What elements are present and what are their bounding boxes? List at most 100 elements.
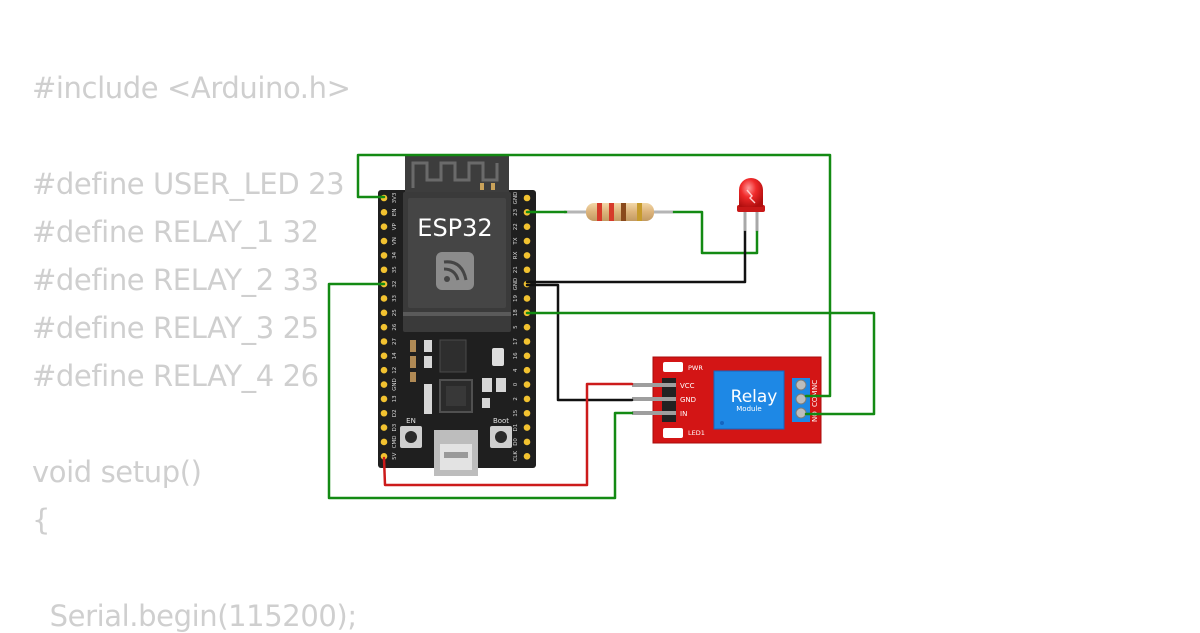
relay-pwr-led-icon	[663, 362, 683, 372]
esp32-pin-label: 34	[392, 251, 398, 258]
esp32-pin-label: 12	[392, 367, 398, 374]
code-line: #define RELAY_4 26	[32, 359, 319, 393]
esp32-pin-right[interactable]	[523, 381, 531, 388]
code-line: #define RELAY_3 25	[32, 311, 319, 345]
relay-pin-vcc-label: VCC	[680, 382, 695, 390]
esp32-pin-label: 32	[392, 281, 398, 288]
esp32-pin-right[interactable]	[523, 295, 531, 302]
terminal-com-screw-icon[interactable]	[795, 393, 807, 405]
esp32-pin-right[interactable]	[523, 409, 531, 417]
esp32-pin-label: 26	[392, 323, 398, 330]
wire-gpio19-to-relay[interactable]	[525, 311, 876, 416]
esp32-pin-label: 35	[392, 266, 398, 273]
esp32-pin-label: 17	[513, 338, 519, 345]
relay-terminal-com-label: COM	[811, 391, 819, 407]
relay-led1-label: LED1	[688, 429, 705, 437]
esp32-pin-label: VP	[392, 222, 398, 230]
wire-3v3-to-relay[interactable]	[356, 153, 832, 398]
wire-gnd-to-relay[interactable]	[525, 283, 634, 402]
code-line: #define RELAY_2 33	[32, 263, 319, 297]
esp32-pin-label: 33	[392, 294, 398, 301]
esp32-board: ESP32	[378, 155, 536, 476]
esp32-pin-label: RX	[513, 251, 519, 259]
esp32-pin-label: 14	[392, 352, 398, 359]
esp32-pin-right[interactable]	[523, 323, 531, 331]
esp32-pin-left[interactable]	[380, 409, 388, 417]
esp32-label: ESP32	[417, 214, 492, 242]
esp32-pin-right[interactable]	[523, 266, 531, 274]
esp32-pin-right[interactable]	[523, 237, 531, 245]
wire-gpio32-to-relay-in[interactable]	[327, 282, 634, 500]
esp32-pin-left[interactable]	[380, 309, 388, 317]
esp32-pin-label: 23	[513, 208, 519, 215]
code-line: #include <Arduino.h>	[32, 71, 351, 105]
code-line: #define USER_LED 23	[32, 167, 345, 201]
boot-button[interactable]	[490, 426, 512, 448]
relay-title: Relay	[731, 387, 778, 407]
relay-module: PWR LED1 VCC GND IN Relay Module NO COM …	[632, 356, 822, 444]
left-pin-header: 3V3ENVPVN343532332526271412GND13D2D3CMD5…	[380, 192, 398, 460]
esp32-pin-left[interactable]	[380, 338, 388, 345]
esp32-pin-left[interactable]	[380, 266, 388, 274]
esp32-pin-label: CLK	[513, 451, 519, 462]
esp32-pin-label: 22	[513, 223, 519, 230]
esp32-pin-left[interactable]	[380, 381, 388, 388]
esp32-pin-label: D2	[392, 409, 398, 417]
module-pads	[403, 312, 511, 316]
esp32-pin-left[interactable]	[380, 323, 388, 331]
esp32-pin-left[interactable]	[380, 352, 388, 360]
code-line: void setup()	[32, 455, 202, 489]
esp32-pin-right[interactable]	[523, 223, 531, 230]
wires	[327, 153, 876, 500]
esp32-pin-label: CMD	[392, 436, 398, 449]
esp32-pin-right[interactable]	[523, 252, 531, 259]
wire-5v-to-relay-vcc[interactable]	[382, 382, 634, 487]
esp32-pin-label: TX	[513, 237, 519, 245]
terminal-nc-screw-icon[interactable]	[795, 379, 807, 391]
esp32-pin-label: GND	[513, 192, 519, 205]
wire-led-to-gnd[interactable]	[525, 230, 747, 284]
esp32-pin-label: 27	[392, 338, 398, 345]
esp32-pin-right[interactable]	[523, 366, 531, 374]
esp32-pin-left[interactable]	[380, 366, 388, 374]
relay-pin-gnd-label: GND	[680, 396, 696, 404]
esp32-pin-label: 5V	[392, 452, 398, 459]
esp32-pin-label: 0	[513, 382, 519, 386]
boot-button-label: Boot	[493, 417, 509, 425]
esp32-pin-label: 25	[392, 309, 398, 316]
wire-resistor-to-led[interactable]	[672, 210, 759, 255]
esp32-pin-label: 4	[513, 368, 519, 372]
code-line: {	[32, 503, 51, 537]
esp32-pin-left[interactable]	[380, 252, 388, 259]
esp32-pin-label: 18	[513, 309, 519, 316]
esp32-pin-right[interactable]	[523, 194, 531, 202]
esp32-pin-right[interactable]	[523, 395, 531, 403]
esp32-pin-left[interactable]	[380, 424, 388, 431]
esp32-pin-label: GND	[513, 278, 519, 291]
esp32-pin-label: D1	[513, 424, 519, 432]
esp32-pin-label: 19	[513, 294, 519, 301]
esp32-pin-left[interactable]	[380, 438, 388, 446]
esp32-pin-left[interactable]	[380, 295, 388, 302]
esp32-pin-right[interactable]	[523, 438, 531, 446]
esp32-pin-right[interactable]	[523, 352, 531, 360]
relay-body	[714, 371, 784, 429]
code-line: Serial.begin(115200);	[32, 599, 357, 633]
smd-components	[410, 339, 506, 414]
terminal-no-screw-icon[interactable]	[795, 407, 807, 419]
esp32-pin-right[interactable]	[523, 453, 531, 460]
esp32-pin-left[interactable]	[380, 209, 388, 216]
esp32-pin-right[interactable]	[523, 424, 531, 431]
esp32-pin-left[interactable]	[380, 223, 388, 230]
esp32-pin-right[interactable]	[523, 338, 531, 345]
esp32-pin-left[interactable]	[380, 237, 388, 245]
esp32-pin-label: 21	[513, 266, 519, 273]
en-button[interactable]	[400, 426, 422, 448]
esp32-pin-label: 13	[392, 395, 398, 402]
esp32-pin-left[interactable]	[380, 395, 388, 403]
en-button-label: EN	[406, 417, 416, 425]
relay-signal-led-icon	[663, 428, 683, 438]
esp32-pin-left[interactable]	[380, 453, 388, 460]
